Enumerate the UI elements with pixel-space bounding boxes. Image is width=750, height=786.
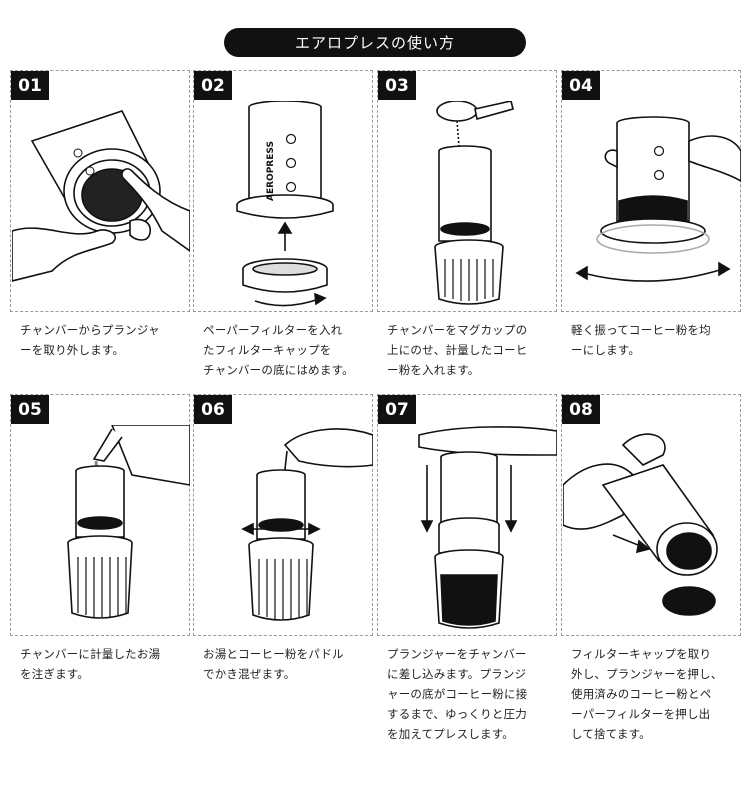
step-panel: 07	[377, 394, 557, 636]
step-number-badge: 05	[11, 395, 49, 424]
step-caption: チャンバーに計量したお湯 を注ぎます。	[20, 647, 161, 681]
step-number-badge: 01	[11, 71, 49, 100]
step-caption: フィルターキャップを取り 外し、プランジャーを押し、 使用済みのコーヒー粉とペ …	[571, 647, 723, 741]
step-panel: 01	[10, 70, 190, 312]
step-panel: 08	[561, 394, 741, 636]
add-coffee-illustration	[434, 101, 514, 305]
step-caption: チャンバーからプランジャ ーを取り外します。	[20, 323, 160, 357]
page-title: エアロプレスの使い方	[224, 28, 526, 57]
step-number-badge: 04	[562, 71, 600, 100]
step-panel: 05	[10, 394, 190, 636]
step-panel: 06	[193, 394, 373, 636]
step-caption: チャンバーをマグカップの 上にのせ、計量したコーヒ ー粉を入れます。	[387, 323, 528, 377]
pour-water-illustration	[67, 425, 190, 619]
step-number-badge: 07	[378, 395, 416, 424]
step-panel: 03	[377, 70, 557, 312]
step-number-badge: 06	[194, 395, 232, 424]
step-caption: 軽く振ってコーヒー粉を均 ーにします。	[571, 323, 711, 357]
remove-plunger-illustration	[12, 110, 190, 282]
brand-logo: AEROPRESS	[266, 141, 276, 201]
step-number-badge: 02	[194, 71, 232, 100]
shake-level-illustration	[575, 116, 741, 282]
stir-illustration	[241, 428, 373, 621]
step-caption: プランジャーをチャンバー に差し込みます。プランジ ャーの底がコーヒー粉に接 す…	[387, 647, 528, 741]
press-illustration	[418, 426, 557, 629]
step-caption: ペーパーフィルターを入れ たフィルターキャップを チャンバーの底にはめます。	[203, 323, 354, 377]
step-panel: 04	[561, 70, 741, 312]
step-number-badge: 03	[378, 71, 416, 100]
step-panel: 02 AEROP	[193, 70, 373, 312]
attach-filter-cap-illustration: AEROPRESS	[236, 101, 334, 307]
eject-puck-illustration	[563, 433, 718, 616]
step-number-badge: 08	[562, 395, 600, 424]
step-caption: お湯とコーヒー粉をパドル でかき混ぜます。	[203, 647, 344, 681]
